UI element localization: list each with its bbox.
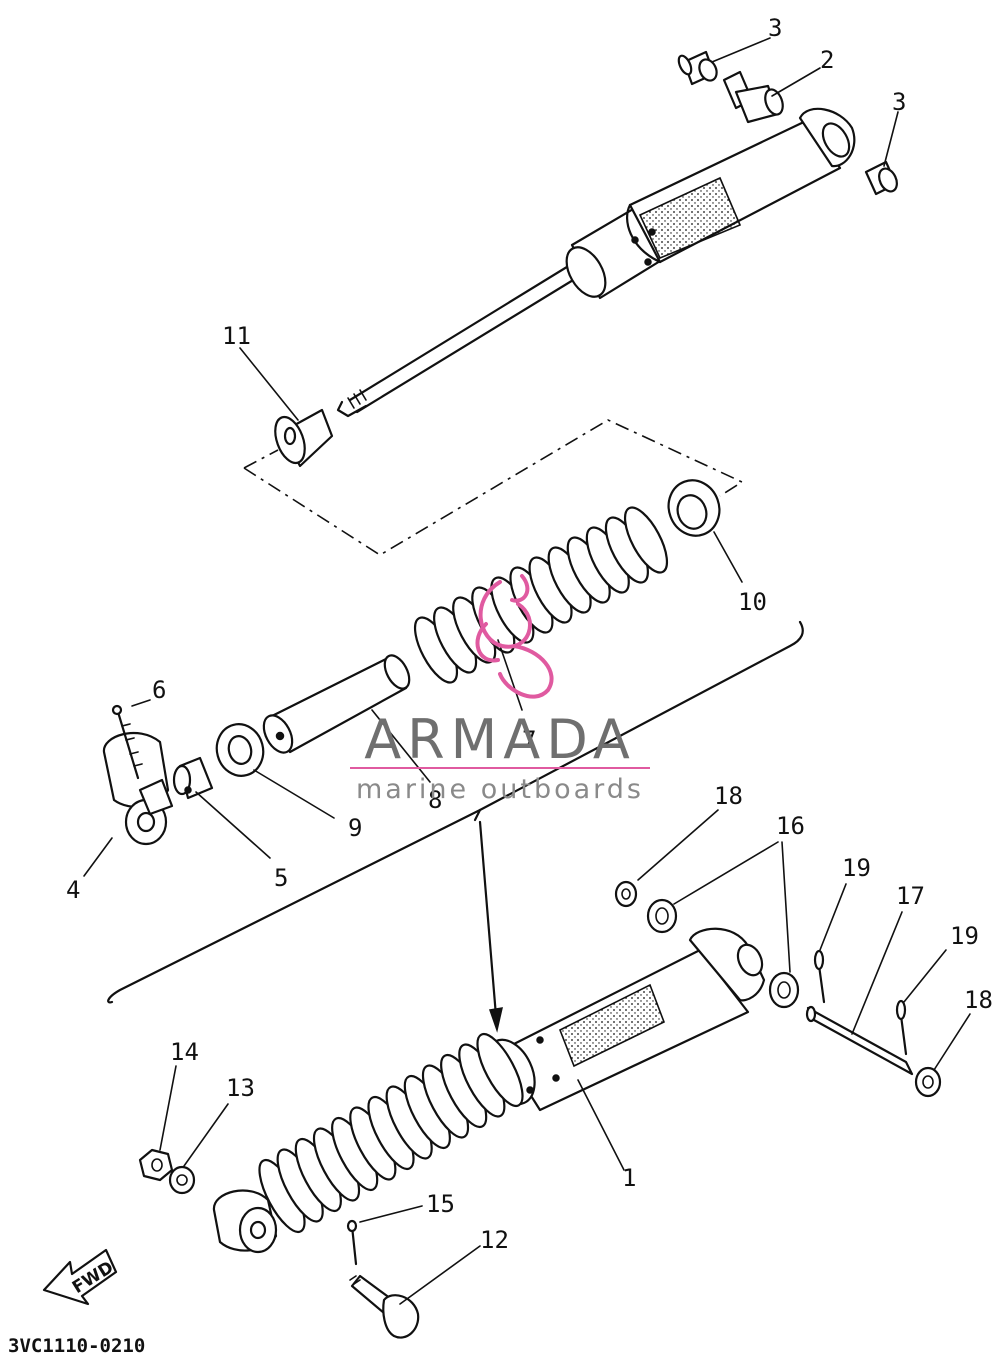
spacer-tube-part-8 bbox=[262, 654, 411, 754]
callout-11: 11 bbox=[222, 322, 251, 350]
spring-seat-part-10 bbox=[667, 479, 721, 537]
bump-stopper-part-11 bbox=[274, 408, 334, 468]
cotter-pin-part-19b bbox=[895, 999, 908, 1056]
callout-labels: 3 2 3 11 10 7 8 9 5 6 4 18 16 19 17 19 1… bbox=[66, 14, 993, 1254]
washer-part-9 bbox=[215, 723, 265, 777]
callout-4: 4 bbox=[66, 876, 80, 904]
washer-part-18a bbox=[614, 880, 638, 908]
assembly-bracket-tip bbox=[473, 808, 482, 822]
callout-3-right: 3 bbox=[892, 88, 906, 116]
callout-10: 10 bbox=[738, 588, 767, 616]
callout-8: 8 bbox=[428, 786, 442, 814]
callout-18-right: 18 bbox=[964, 986, 993, 1014]
washer-part-18b bbox=[914, 1066, 942, 1098]
bolt-part-12 bbox=[349, 1274, 420, 1339]
callout-7: 7 bbox=[522, 726, 536, 754]
bush-part-3b bbox=[864, 160, 898, 196]
bush-part-5 bbox=[172, 756, 214, 800]
armada-brand-text: ARMADA bbox=[364, 708, 636, 771]
callout-1: 1 bbox=[622, 1164, 636, 1192]
callout-12: 12 bbox=[480, 1226, 509, 1254]
collar-part-2 bbox=[722, 70, 784, 124]
callout-5: 5 bbox=[274, 864, 288, 892]
diagram-code: 3VC1110-0210 bbox=[8, 1335, 145, 1357]
callout-14: 14 bbox=[170, 1038, 199, 1066]
shock-absorber-body-upper bbox=[336, 107, 856, 418]
callout-19-right: 19 bbox=[950, 922, 979, 950]
assembly-dashed-outline-lead bbox=[243, 449, 279, 469]
callout-3-top: 3 bbox=[768, 14, 782, 42]
callout-17: 17 bbox=[896, 882, 925, 910]
armada-logo-mark bbox=[475, 574, 554, 699]
callout-leaders bbox=[83, 37, 971, 1305]
callout-9: 9 bbox=[348, 814, 362, 842]
assembly-arrow bbox=[478, 820, 503, 1033]
assembly-dashed-outline bbox=[243, 419, 744, 556]
spring-top-coil bbox=[623, 506, 669, 574]
eye-adapter-part-4 bbox=[102, 732, 174, 846]
collar-part-16b bbox=[768, 971, 800, 1009]
armada-tagline: marine outboards bbox=[356, 774, 644, 805]
callout-6: 6 bbox=[152, 676, 166, 704]
collar-part-16a bbox=[646, 898, 678, 934]
shaft-part-17 bbox=[805, 1005, 914, 1076]
washer-part-13 bbox=[168, 1165, 196, 1195]
bolt-part-6 bbox=[111, 704, 143, 780]
lower-eye-assembled bbox=[212, 1189, 278, 1254]
forward-direction-arrow: FWD bbox=[42, 1248, 117, 1306]
bush-part-3a bbox=[677, 50, 718, 86]
pin-part-15 bbox=[346, 1219, 358, 1266]
cotter-pin-part-19a bbox=[813, 949, 826, 1004]
callout-2: 2 bbox=[820, 46, 834, 74]
callout-18-top: 18 bbox=[714, 782, 743, 810]
spring-part-7 bbox=[413, 506, 669, 684]
nut-part-14 bbox=[138, 1148, 174, 1182]
spring-assembled bbox=[258, 1032, 524, 1234]
spring-bottom-coil bbox=[476, 1032, 524, 1108]
callout-13: 13 bbox=[226, 1074, 255, 1102]
callout-19-left: 19 bbox=[842, 854, 871, 882]
armada-watermark: ARMADA marine outboards bbox=[350, 574, 650, 805]
callout-15: 15 bbox=[426, 1190, 455, 1218]
callout-16: 16 bbox=[776, 812, 805, 840]
